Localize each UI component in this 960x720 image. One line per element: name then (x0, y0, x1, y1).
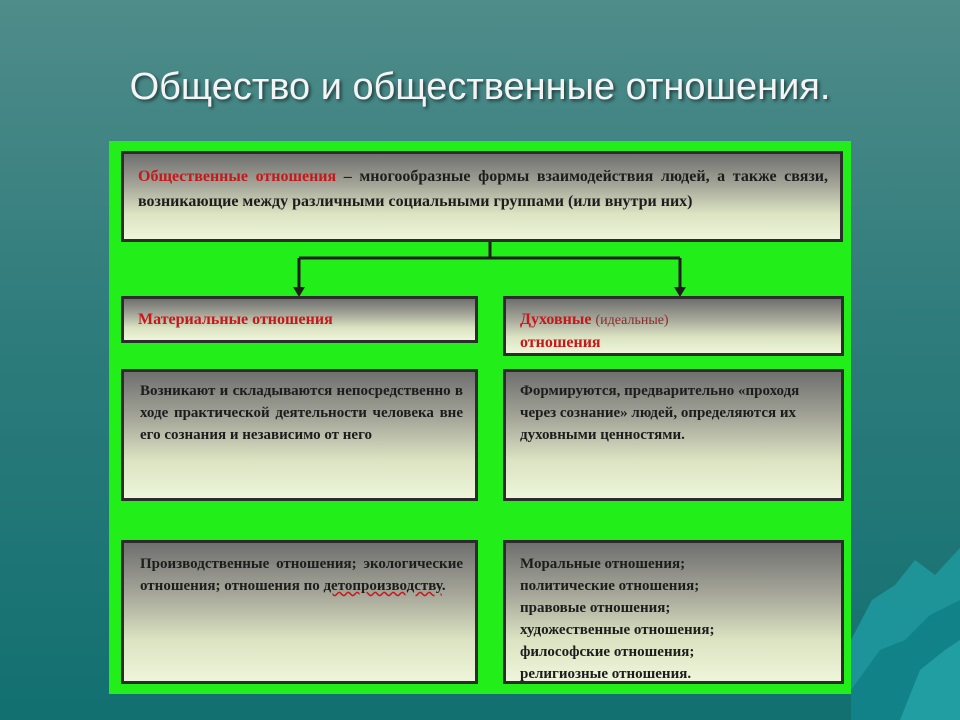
spiritual-example-5: философские отношения; (520, 644, 695, 660)
spiritual-heading-tail: отношения (520, 334, 601, 351)
spiritual-example-2: политические отношения; (520, 578, 700, 594)
spiritual-example-4: художественные отношения; (520, 622, 715, 638)
definition-box: Общественные отношения – многообразные ф… (121, 151, 843, 242)
definition-term: Общественные отношения (138, 168, 337, 185)
relations-diagram: Общественные отношения – многообразные ф… (109, 141, 851, 694)
slide-title: Общество и общественные отношения. (129, 66, 831, 108)
material-examples-text: Производственные отношения; экологически… (140, 556, 463, 594)
material-description-box: Возникают и складываются непосредственно… (121, 369, 478, 501)
spiritual-description-box: Формируются, предварительно «проходя чер… (503, 369, 844, 501)
spiritual-example-3: правовые отношения; (520, 600, 671, 616)
spiritual-heading-note: (идеальные) (595, 313, 669, 328)
spiritual-description: Формируются, предварительно «проходя чер… (520, 383, 800, 443)
definition-dash: – (336, 168, 360, 185)
spiritual-heading: Духовные (520, 311, 592, 328)
spiritual-example-1: Моральные отношения; (520, 556, 686, 572)
spiritual-heading-box: Духовные (идеальные) отношения (503, 296, 844, 356)
spiritual-examples-box: Моральные отношения; политические отноше… (503, 540, 844, 684)
definition-text: многообразные формы взаимодействия людей… (138, 168, 828, 210)
material-heading-box: Материальные отношения (121, 296, 478, 343)
material-heading: Материальные отношения (138, 311, 333, 328)
material-examples-underlined: детопроизводству (323, 578, 442, 594)
spiritual-example-6: религиозные отношения. (520, 666, 692, 682)
material-description: Возникают и складываются непосредственно… (140, 383, 463, 443)
material-examples-end: . (441, 578, 446, 594)
material-examples-box: Производственные отношения; экологически… (121, 540, 478, 684)
